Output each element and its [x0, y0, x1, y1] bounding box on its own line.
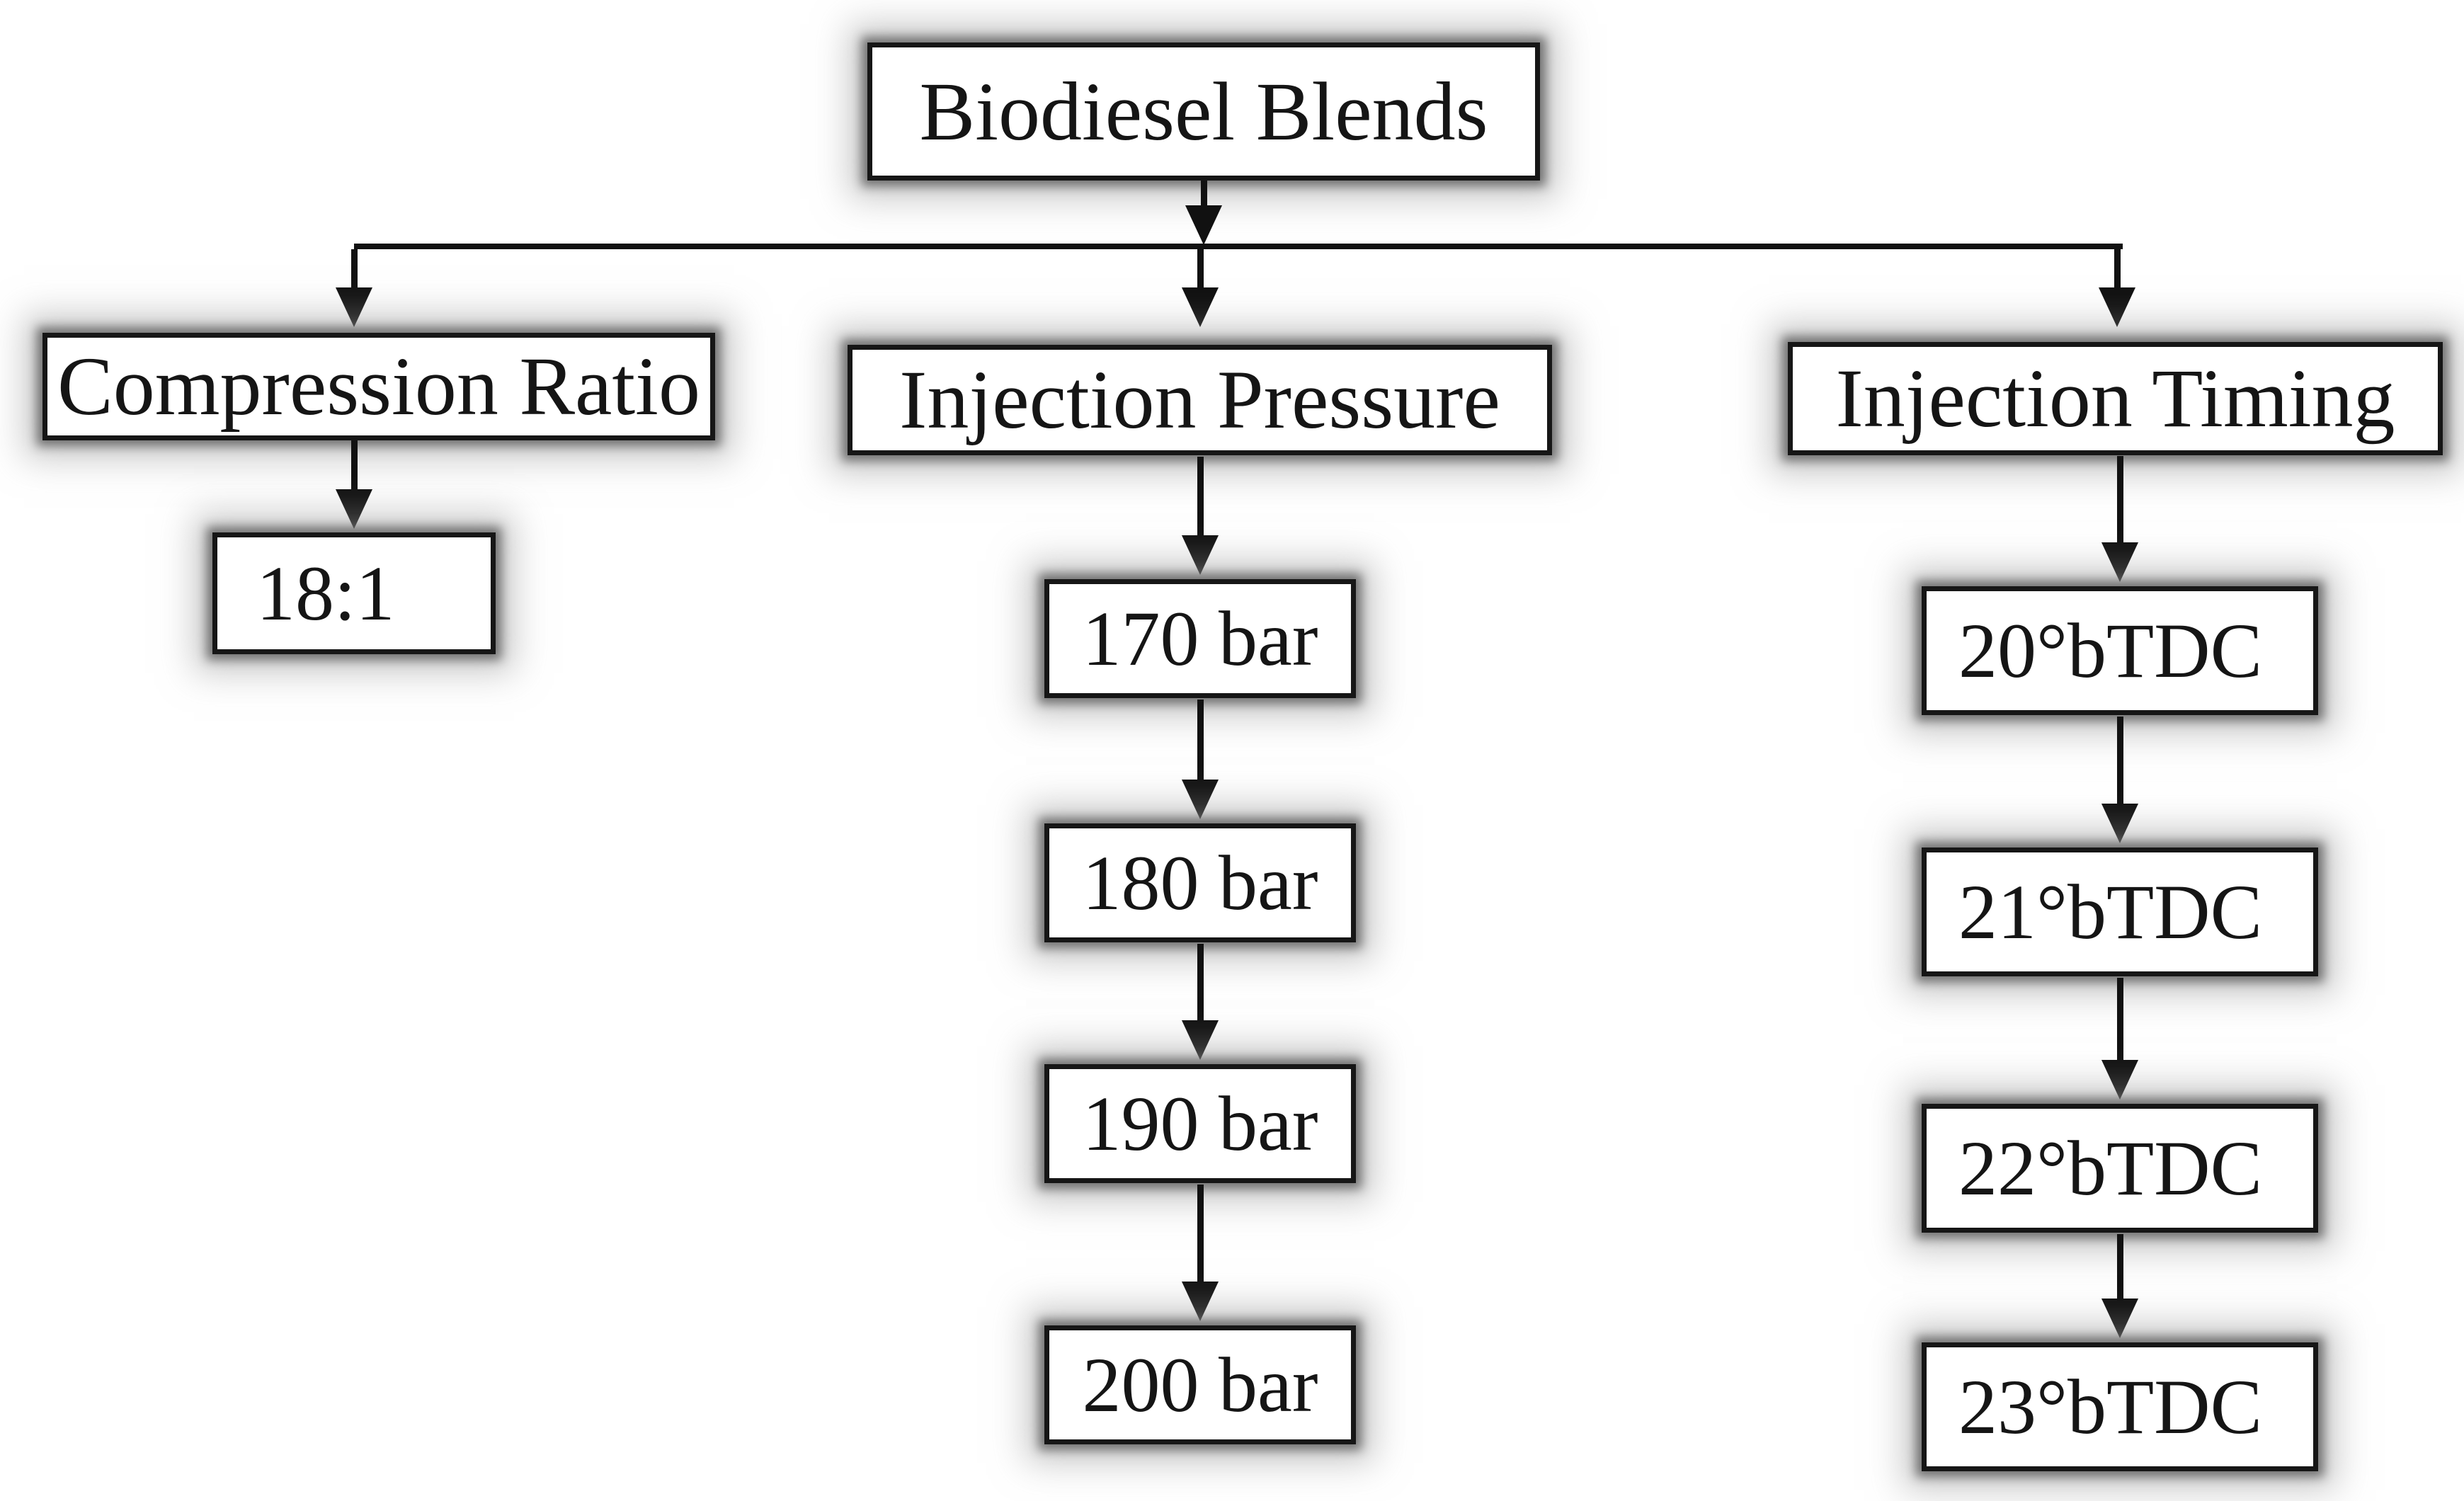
value-label-21btdc: 21°bTDC: [1958, 869, 2262, 955]
value-label-22btdc: 22°bTDC: [1958, 1125, 2262, 1211]
value-box-21btdc: 21°bTDC: [1922, 847, 2318, 976]
header-label-compression-ratio: Compression Ratio: [57, 340, 700, 433]
root-box-biodiesel-blends: Biodiesel Blends: [867, 42, 1540, 181]
arrow-190bar-to-200bar: [1197, 1185, 1204, 1282]
header-label-injection-timing: Injection Timing: [1835, 352, 2395, 445]
arrow-180bar-to-190bar: [1197, 944, 1204, 1020]
header-box-injection-pressure: Injection Pressure: [848, 345, 1552, 455]
value-box-180bar: 180 bar: [1044, 823, 1356, 942]
value-label-170bar: 170 bar: [1082, 595, 1318, 682]
root-down-arrow: [1200, 181, 1207, 205]
arrow-20btdc-to-21btdc: [2116, 717, 2123, 804]
value-label-20btdc: 20°bTDC: [1958, 607, 2262, 694]
branch-arrow-left: [350, 249, 358, 287]
arrow-injection-pressure-to-170bar: [1197, 457, 1204, 535]
arrow-22btdc-to-23btdc: [2116, 1234, 2123, 1299]
value-box-20btdc: 20°bTDC: [1922, 586, 2318, 715]
value-box-170bar: 170 bar: [1044, 579, 1356, 698]
value-box-23btdc: 23°bTDC: [1922, 1342, 2318, 1471]
arrow-compression-ratio-to-value: [350, 440, 358, 489]
value-box-22btdc: 22°bTDC: [1922, 1104, 2318, 1233]
branch-arrow-middle: [1197, 249, 1204, 287]
value-label-18-1: 18:1: [256, 550, 395, 637]
arrow-21btdc-to-22btdc: [2116, 978, 2123, 1060]
header-box-injection-timing: Injection Timing: [1788, 342, 2443, 455]
value-label-200bar: 200 bar: [1082, 1342, 1318, 1428]
branch-horizontal-line: [354, 244, 2123, 249]
value-box-190bar: 190 bar: [1044, 1064, 1356, 1183]
header-box-compression-ratio: Compression Ratio: [42, 333, 715, 440]
arrow-170bar-to-180bar: [1197, 700, 1204, 780]
header-label-injection-pressure: Injection Pressure: [899, 353, 1500, 446]
branch-arrow-right: [2114, 249, 2121, 287]
arrow-injection-timing-to-20btdc: [2116, 456, 2123, 542]
root-label: Biodiesel Blends: [919, 64, 1488, 158]
value-label-190bar: 190 bar: [1082, 1080, 1318, 1167]
value-label-180bar: 180 bar: [1082, 840, 1318, 926]
value-box-200bar: 200 bar: [1044, 1325, 1356, 1444]
value-box-18-1: 18:1: [212, 532, 496, 654]
value-label-23btdc: 23°bTDC: [1958, 1364, 2262, 1450]
